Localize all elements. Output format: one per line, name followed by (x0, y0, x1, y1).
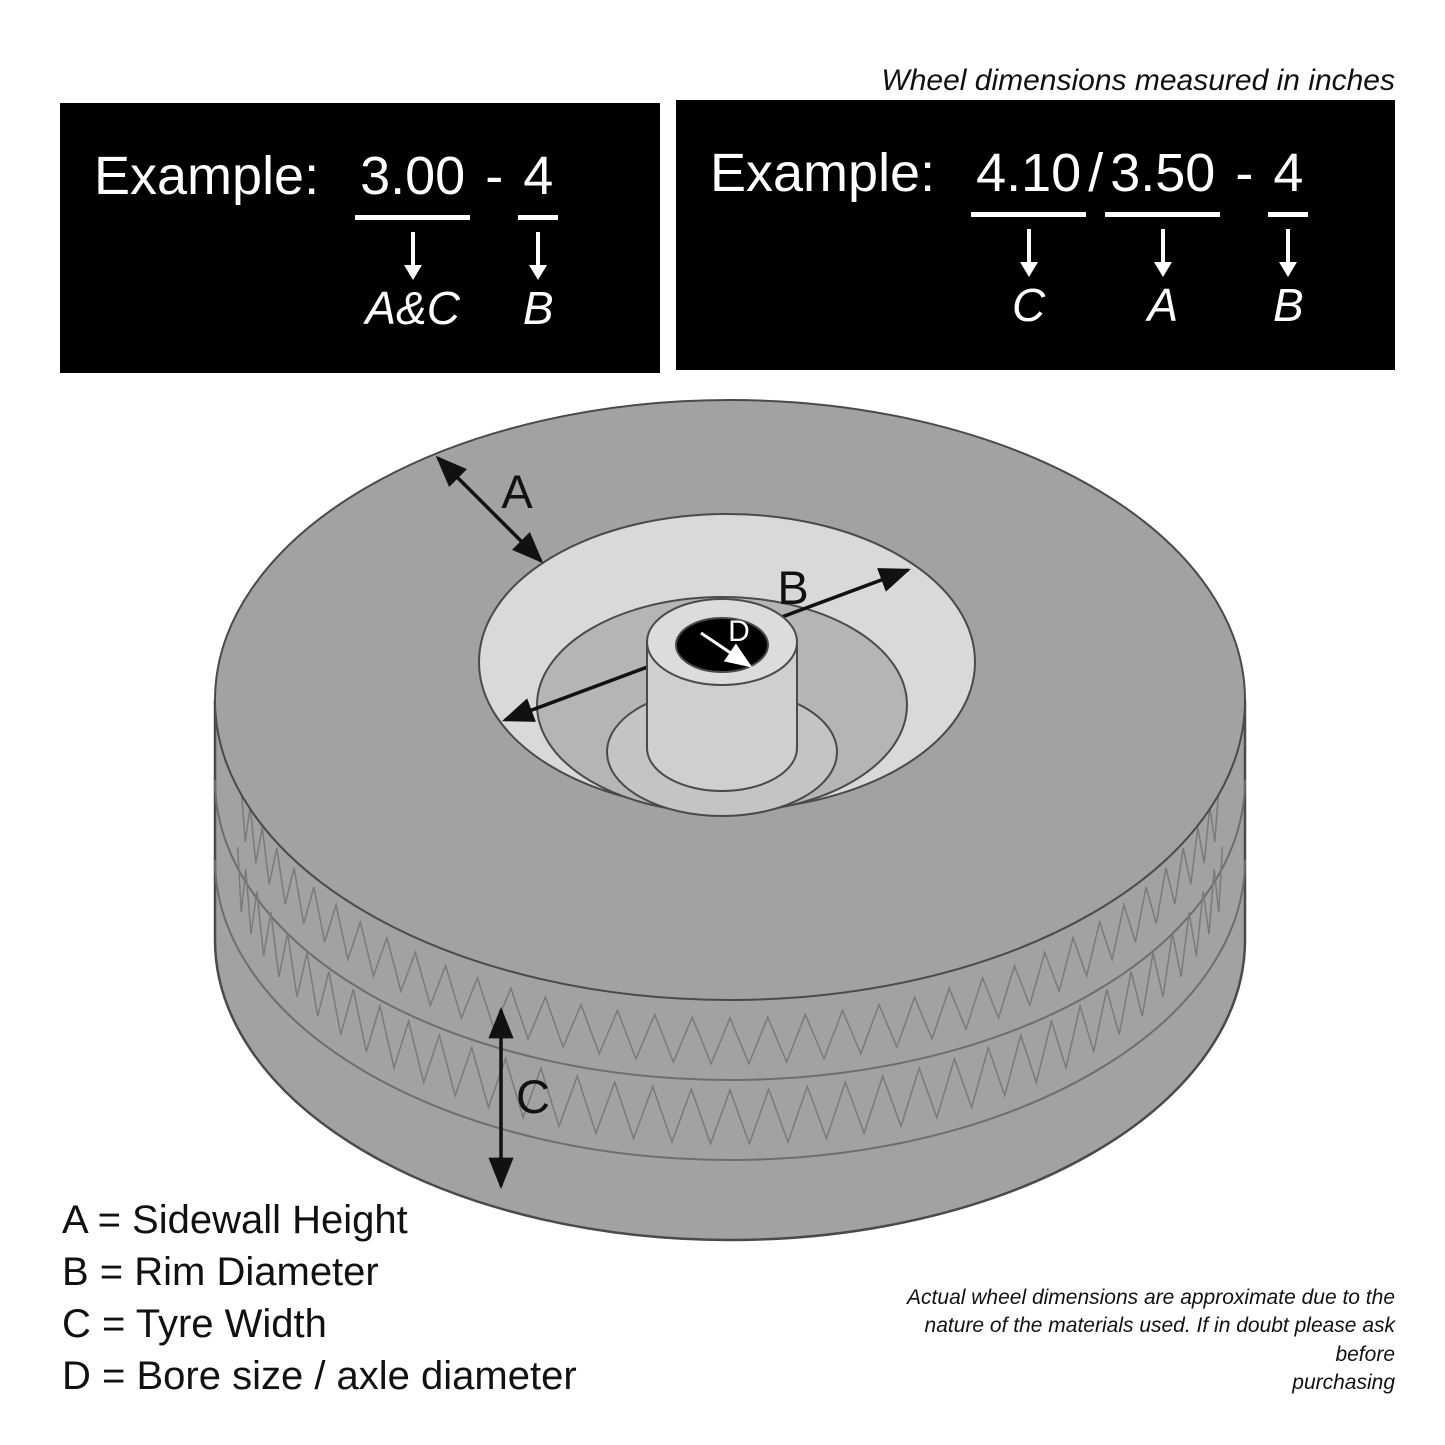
dimension-label-b: B (777, 561, 808, 614)
disclaimer-note: Actual wheel dimensions are approximate … (895, 1284, 1395, 1397)
disclaimer-line: nature of the materials used. If in doub… (924, 1314, 1395, 1366)
example2-separator: - (1235, 143, 1254, 203)
dimension-label-d: D (728, 615, 750, 648)
example2-part-3: 4 B (1268, 143, 1309, 332)
legend-item-b: B = Rim Diameter (62, 1250, 379, 1294)
sidewall-height-arrow-icon (435, 455, 544, 564)
example1-callout-1: A&C (365, 282, 460, 335)
example2-value-3: 4 (1268, 143, 1309, 218)
example2-value-2: 3.50 (1105, 143, 1221, 218)
example1-callout-2: B (522, 282, 554, 335)
example2-row: Example: 4.10 C / 3.50 A - 4 B (710, 143, 1395, 332)
disclaimer-line: Actual wheel dimensions are approximate … (907, 1286, 1395, 1309)
example2-part-1: 4.10 C (971, 143, 1087, 332)
example2-slash: / (1088, 143, 1104, 203)
example1-value-2: 4 (518, 146, 559, 221)
tread-zigzag (236, 847, 1224, 1147)
example2-label: Example: (710, 143, 936, 203)
example1-separator: - (485, 146, 504, 206)
example2-value-1: 4.10 (971, 143, 1087, 218)
example2-callout-3: B (1273, 279, 1304, 332)
disclaimer-line: purchasing (1292, 1371, 1395, 1395)
example1-value-1: 3.00 (355, 146, 471, 221)
bore-diameter-arrow-icon (700, 631, 753, 668)
tyre-silhouette (213, 700, 1247, 1242)
example1-row: Example: 3.00 A&C - 4 B (94, 146, 660, 335)
down-arrow-icon (529, 232, 548, 281)
example1-part-1: 3.00 A&C (355, 146, 471, 335)
example2-part-2: 3.50 A (1105, 143, 1221, 332)
tread-seam-line (214, 859, 1246, 1161)
dimension-label-c: C (516, 1070, 550, 1123)
bore (675, 617, 769, 673)
example-box-dual-size: Example: 4.10 C / 3.50 A - 4 B (676, 100, 1395, 370)
tread-seam-line (214, 779, 1246, 1081)
down-arrow-icon (1153, 229, 1172, 278)
example-box-single-size: Example: 3.00 A&C - 4 B (60, 103, 660, 373)
down-arrow-icon (1019, 229, 1038, 278)
example2-callout-2: A (1147, 279, 1179, 332)
legend-item-c: C = Tyre Width (62, 1302, 327, 1346)
down-arrow-icon (403, 232, 422, 281)
tread-zigzag (240, 785, 1220, 1066)
dimension-label-a: A (501, 465, 533, 518)
measurement-unit-note: Wheel dimensions measured in inches (881, 64, 1395, 97)
down-arrow-icon (1279, 229, 1298, 278)
legend: A = Sidewall Height B = Rim Diameter C =… (62, 1194, 577, 1402)
example1-part-2: 4 B (518, 146, 559, 335)
legend-item-a: A = Sidewall Height (62, 1198, 408, 1242)
legend-item-d: D = Bore size / axle diameter (62, 1354, 577, 1398)
example2-callout-1: C (1012, 279, 1046, 332)
example1-label: Example: (94, 146, 320, 206)
